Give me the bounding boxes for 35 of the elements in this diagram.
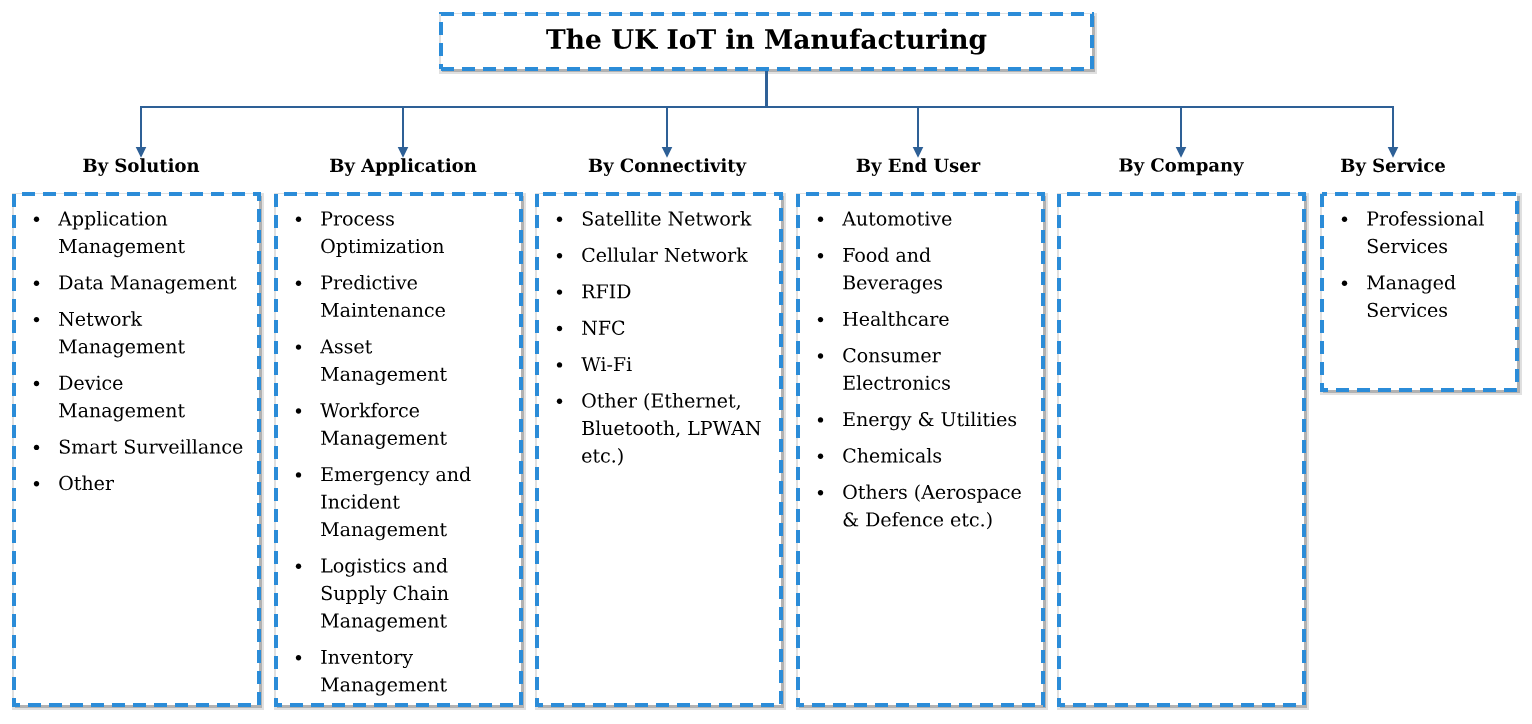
- list-item: Wi-Fi: [581, 357, 632, 372]
- list-item: Emergency and Incident Management: [321, 466, 471, 541]
- column-heading: By End User: [856, 158, 981, 176]
- list-item: Predictive Maintenance: [321, 274, 445, 318]
- list-item: Chemicals: [843, 448, 942, 463]
- list-item: Data Management: [59, 275, 237, 294]
- column-heading: By Connectivity: [588, 158, 747, 176]
- list-item: Logistics and Supply Chain Management: [321, 558, 449, 632]
- list-item: Process Optimization: [321, 211, 444, 257]
- column-heading: By Service: [1341, 158, 1445, 176]
- list-item: Consumer Electronics: [843, 348, 950, 390]
- list-item: Workforce Management: [320, 402, 447, 449]
- column-heading: By Application: [330, 158, 477, 176]
- list-item: Satellite Network: [582, 211, 752, 226]
- list-item: Inventory Management: [321, 650, 447, 696]
- list-item: Application Management: [58, 211, 185, 258]
- list-item: Asset Management: [320, 339, 447, 385]
- list-item: Other (Ethernet, Bluetooth, LPWAN etc.): [582, 393, 761, 466]
- column-heading: By Solution: [83, 158, 200, 176]
- list-item: NFC: [582, 320, 625, 335]
- list-item: Others (Aerospace & Defence etc.): [843, 484, 1021, 530]
- list-item: Other: [59, 475, 114, 491]
- title-box: The UK IoT in Manufacturing: [439, 12, 1097, 74]
- list-item: Automotive: [842, 211, 952, 226]
- list-item: Device Management: [59, 375, 185, 422]
- list-item: RFID: [582, 284, 631, 299]
- list-item: Food and Beverages: [843, 247, 942, 294]
- list-item: Professional Services: [1367, 211, 1484, 254]
- column-heading: By Company: [1119, 158, 1244, 176]
- list-item: Healthcare: [843, 311, 949, 326]
- list-item: Network Management: [59, 311, 185, 358]
- list-item: Managed Services: [1367, 274, 1456, 318]
- list-item: Smart Surveillance: [59, 439, 243, 454]
- list-item: Cellular Network: [582, 247, 748, 263]
- list-item: Energy & Utilities: [843, 411, 1017, 431]
